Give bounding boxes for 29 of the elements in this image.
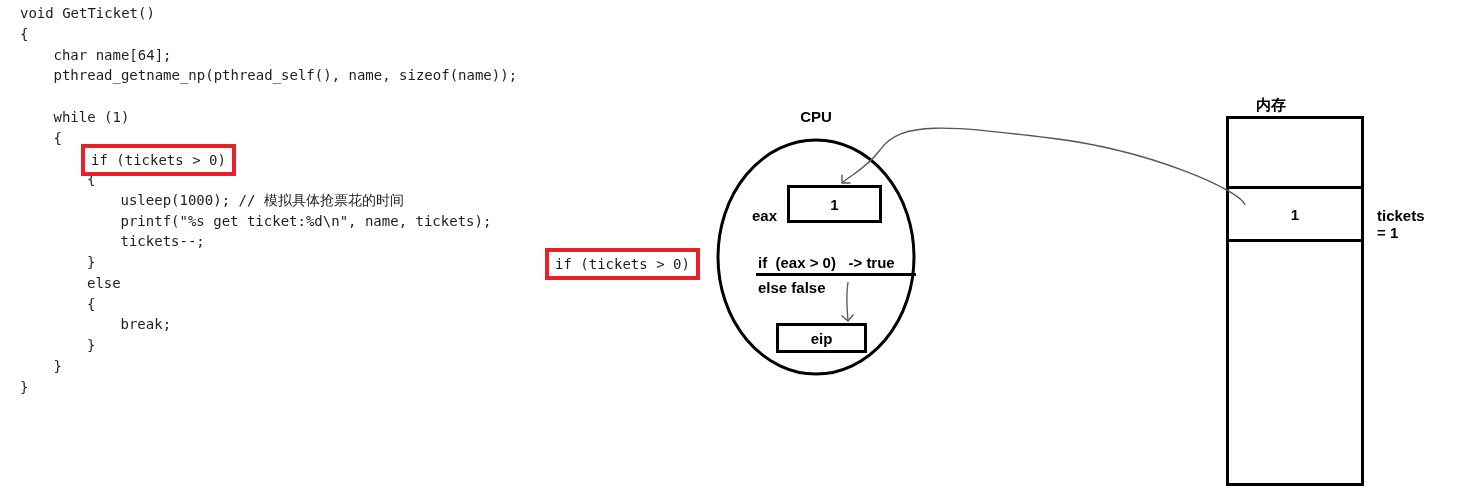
condition-text: if (eax > 0) -> true [758, 254, 895, 271]
register-box: eip [776, 323, 867, 353]
code-line: } [20, 377, 29, 396]
code-line: break; [120, 315, 172, 334]
code-line: } [87, 336, 96, 354]
code-line: else [87, 273, 121, 292]
value-label: tickets = 1 [1377, 207, 1425, 241]
highlighted-code: if (tickets > 0) [81, 144, 236, 176]
code-line: } [87, 253, 96, 271]
arrow [840, 281, 855, 322]
code-line: { [20, 24, 29, 43]
code-line: { [53, 128, 62, 147]
code-line: usleep(1000); // 模拟具体抢票花的时间 [120, 190, 404, 209]
memory-cell: 1 [1226, 186, 1364, 242]
code-line: char name[64]; [53, 45, 172, 64]
code-line: void GetTicket() [20, 4, 155, 22]
code-line: tickets--; [120, 232, 205, 251]
code-line: } [53, 356, 62, 375]
code-line: pthread_getname_np(pthread_self(), name, sizeof(name)); [53, 66, 518, 85]
column-heading: 内存 [1256, 96, 1286, 115]
value-label: eax [752, 207, 778, 224]
ellipse-heading: CPU [799, 108, 833, 125]
arrow [841, 127, 1246, 206]
code-line: { [87, 294, 96, 313]
code-line: printf("%s get ticket:%d\n", name, tickets); [120, 211, 492, 230]
register-box: 1 [787, 185, 882, 223]
code-line: while (1) [53, 107, 130, 126]
condition-text: else false [758, 279, 826, 296]
highlighted-code: if (tickets > 0) [545, 248, 700, 280]
